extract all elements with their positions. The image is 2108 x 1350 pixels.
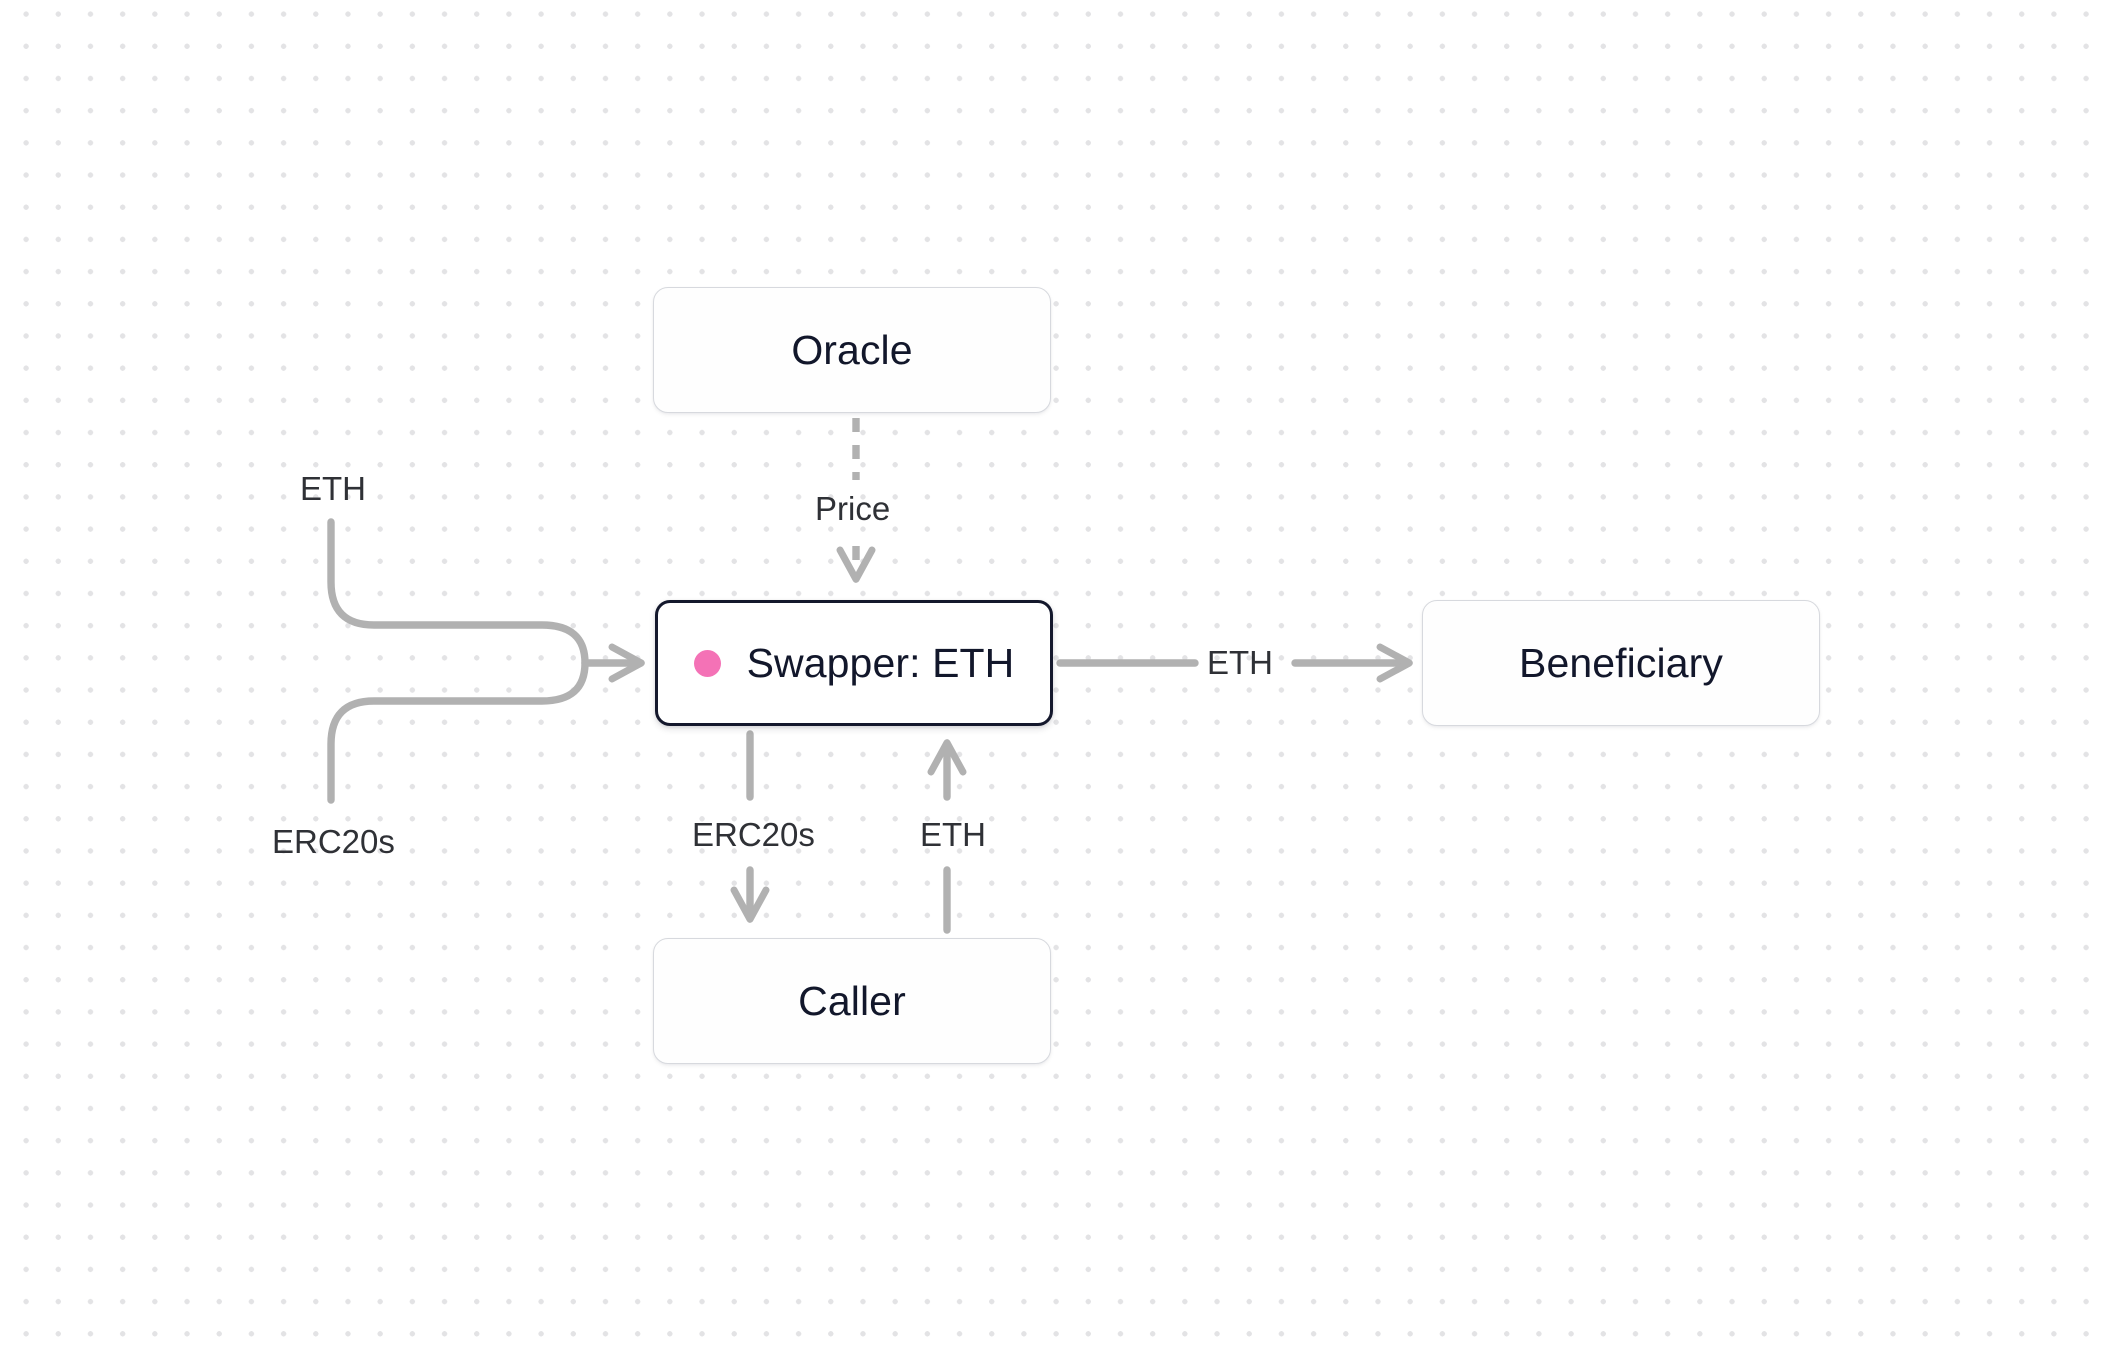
node-swapper-content: Swapper: ETH <box>693 639 1015 686</box>
edge-label-caller-swapper: ETH <box>920 816 986 853</box>
edge-label-eth-in: ETH <box>300 470 366 507</box>
edge-erc20s-in <box>327 659 589 804</box>
edge-label-price: Price <box>815 490 891 527</box>
node-beneficiary[interactable]: Beneficiary <box>1422 600 1820 726</box>
node-swapper-label: Swapper: ETH <box>746 639 1015 686</box>
node-caller-label: Caller <box>798 977 906 1024</box>
node-oracle[interactable]: Oracle <box>653 287 1051 413</box>
node-oracle-label: Oracle <box>791 326 913 373</box>
node-caller[interactable]: Caller <box>653 938 1051 1064</box>
edge-label-swapper-beneficiary: ETH <box>1207 644 1273 681</box>
edge-label-erc20s-in: ERC20s <box>272 823 395 860</box>
status-dot-icon <box>693 649 721 677</box>
edge-label-swapper-caller: ERC20s <box>692 816 815 853</box>
node-beneficiary-label: Beneficiary <box>1519 639 1723 686</box>
node-swapper[interactable]: Swapper: ETH <box>655 600 1053 726</box>
edge-eth-in <box>327 518 589 667</box>
